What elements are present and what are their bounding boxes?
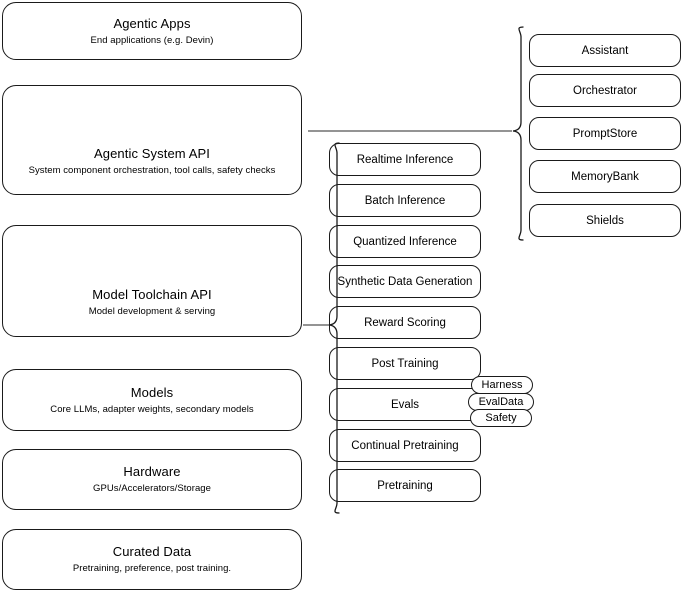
toolchain-chip-synthetic-data-generation[interactable]: Synthetic Data Generation [329, 265, 481, 298]
layer-agentic-apps[interactable]: Agentic Apps End applications (e.g. Devi… [2, 2, 302, 60]
system-chip-label: Assistant [581, 44, 629, 57]
system-chip-label: PromptStore [572, 127, 638, 140]
toolchain-chip-realtime-inference[interactable]: Realtime Inference [329, 143, 481, 176]
toolchain-chip-label: Pretraining [377, 479, 433, 492]
system-chip-shields[interactable]: Shields [529, 204, 681, 237]
toolchain-chip-label: Reward Scoring [364, 316, 446, 329]
layer-curated-data-subtitle: Pretraining, preference, post training. [72, 563, 232, 574]
toolchain-chip-evals[interactable]: Evals [329, 388, 481, 421]
layer-hardware-title: Hardware [123, 464, 181, 479]
toolchain-chip-quantized-inference[interactable]: Quantized Inference [329, 225, 481, 258]
toolchain-chip-label: Batch Inference [364, 194, 446, 207]
layer-models[interactable]: Models Core LLMs, adapter weights, secon… [2, 369, 302, 431]
layer-models-subtitle: Core LLMs, adapter weights, secondary mo… [50, 403, 254, 415]
system-chip-promptstore[interactable]: PromptStore [529, 117, 681, 150]
layer-agentic-system-api-subtitle: System component orchestration, tool cal… [28, 164, 276, 176]
toolchain-chip-label: Realtime Inference [356, 153, 454, 166]
brace-system-components [512, 26, 524, 241]
system-chip-orchestrator[interactable]: Orchestrator [529, 74, 681, 107]
layer-models-title: Models [130, 384, 174, 400]
toolchain-chip-label: Synthetic Data Generation [337, 275, 473, 288]
system-chip-label: MemoryBank [571, 170, 639, 183]
toolchain-chip-label: Continual Pretraining [351, 439, 459, 452]
system-chip-label: Shields [586, 214, 624, 227]
toolchain-chip-label: Evals [390, 398, 420, 411]
layer-agentic-apps-title: Agentic Apps [113, 15, 191, 31]
layer-model-toolchain-api-title: Model Toolchain API [92, 286, 212, 302]
evals-pill-safety[interactable]: Safety [470, 409, 532, 427]
system-chip-assistant[interactable]: Assistant [529, 34, 681, 67]
layer-model-toolchain-api[interactable]: Model Toolchain API Model development & … [2, 225, 302, 337]
evals-pill-label: EvalData [478, 395, 524, 408]
layer-agentic-apps-subtitle: End applications (e.g. Devin) [90, 34, 214, 46]
evals-pill-label: Harness [481, 378, 523, 391]
layer-model-toolchain-api-subtitle: Model development & serving [88, 305, 216, 317]
toolchain-chip-batch-inference[interactable]: Batch Inference [329, 184, 481, 217]
layer-agentic-system-api-title: Agentic System API [94, 145, 210, 161]
toolchain-chip-reward-scoring[interactable]: Reward Scoring [329, 306, 481, 339]
layer-hardware-subtitle: GPUs/Accelerators/Storage [93, 483, 211, 494]
layer-hardware[interactable]: Hardware GPUs/Accelerators/Storage [2, 449, 302, 510]
system-chip-label: Orchestrator [573, 84, 637, 97]
layer-curated-data[interactable]: Curated Data Pretraining, preference, po… [2, 529, 302, 590]
toolchain-chip-label: Quantized Inference [353, 235, 457, 248]
toolchain-chip-continual-pretraining[interactable]: Continual Pretraining [329, 429, 481, 462]
toolchain-chip-pretraining[interactable]: Pretraining [329, 469, 481, 502]
evals-pill-harness[interactable]: Harness [471, 376, 533, 394]
toolchain-chip-post-training[interactable]: Post Training [329, 347, 481, 380]
system-chip-memorybank[interactable]: MemoryBank [529, 160, 681, 193]
layer-agentic-system-api[interactable]: Agentic System API System component orch… [2, 85, 302, 195]
layer-curated-data-title: Curated Data [112, 544, 192, 559]
evals-pill-label: Safety [485, 411, 517, 424]
toolchain-chip-label: Post Training [371, 357, 439, 370]
